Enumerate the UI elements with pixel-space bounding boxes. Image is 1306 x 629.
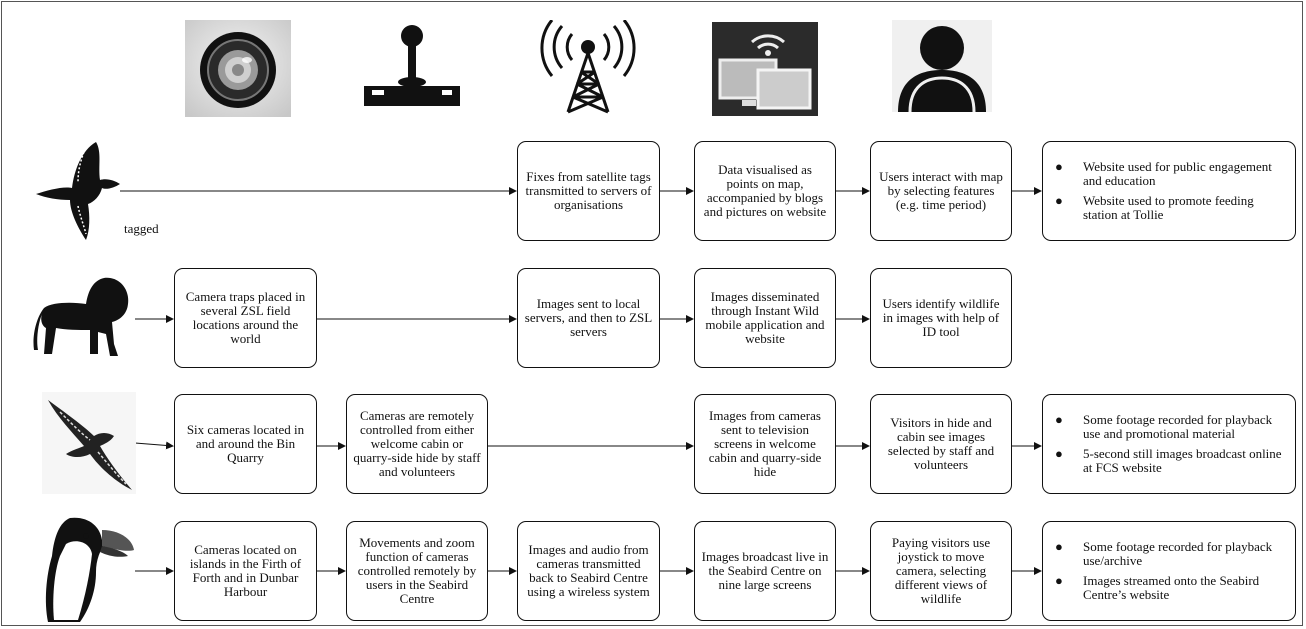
box-text: Visitors in hide and cabin see images se… [887, 415, 995, 472]
box-text: Images from cameras sent to television s… [708, 408, 822, 479]
box-tv-screens: Images from cameras sent to television s… [694, 394, 836, 494]
box-text: Cameras located on islands in the Firth … [189, 542, 302, 599]
box-satellite-fixes: Fixes from satellite tags transmitted to… [517, 141, 660, 241]
box-camera-traps: Camera traps placed in several ZSL field… [174, 268, 317, 368]
bullet-icon: ● [1055, 539, 1063, 554]
box-text: Users interact with map by selecting fea… [879, 169, 1003, 212]
box-paying-visitors: Paying visitors use joystick to move cam… [870, 521, 1012, 621]
list-item: ● Some footage recorded for playback use … [1055, 413, 1287, 441]
bullet-icon: ● [1055, 446, 1063, 461]
puffin-icon [45, 517, 134, 622]
box-images-disseminated: Images disseminated through Instant Wild… [694, 268, 836, 368]
box-text: Some footage recorded for playback use/a… [1083, 539, 1273, 568]
box-text: Website used for public engagement and e… [1083, 159, 1272, 188]
antenna-icon [540, 20, 636, 114]
box-row3-outcomes: ● Some footage recorded for playback use … [1042, 394, 1296, 494]
box-remote-control: Cameras are remotely controlled from eit… [346, 394, 488, 494]
box-text: Six cameras located in and around the Bi… [186, 422, 305, 465]
box-images-to-servers: Images sent to local servers, and then t… [517, 268, 660, 368]
bullet-icon: ● [1055, 193, 1063, 208]
box-text: Website used to promote feeding station … [1083, 193, 1254, 222]
box-broadcast-live: Images broadcast live in the Seabird Cen… [694, 521, 836, 621]
list-item: ● Website used for public engagement and … [1055, 160, 1287, 188]
box-data-visualised: Data visualised as points on map, accomp… [694, 141, 836, 241]
box-users-identify: Users identify wildlife in images with h… [870, 268, 1012, 368]
box-text: Images sent to local servers, and then t… [524, 296, 653, 339]
box-text: Camera traps placed in several ZSL field… [185, 289, 306, 346]
joystick-icon [364, 25, 460, 106]
box-text: Movements and zoom function of cameras c… [357, 535, 477, 606]
box-text: Images broadcast live in the Seabird Cen… [701, 549, 829, 592]
box-row1-outcomes: ● Website used for public engagement and … [1042, 141, 1296, 241]
box-text: Images streamed onto the Seabird Centre’… [1083, 573, 1260, 602]
list-item: ● Images streamed onto the Seabird Centre… [1055, 574, 1287, 602]
box-text: Fixes from satellite tags transmitted to… [525, 169, 652, 212]
arrow-osprey-to-six-cameras [134, 441, 174, 450]
list-item: ● 5-second still images broadcast online … [1055, 447, 1287, 475]
box-users-interact: Users interact with map by selecting fea… [870, 141, 1012, 241]
tagged-label: tagged [124, 221, 159, 236]
bullet-icon: ● [1055, 412, 1063, 427]
box-visitors-see: Visitors in hide and cabin see images se… [870, 394, 1012, 494]
bullet-icon: ● [1055, 573, 1063, 588]
person-icon [892, 20, 992, 112]
list-item: ● Website used to promote feeding station… [1055, 194, 1287, 222]
box-images-audio: Images and audio from cameras transmitte… [517, 521, 660, 621]
box-movements-zoom: Movements and zoom function of cameras c… [346, 521, 488, 621]
list-item: ● Some footage recorded for playback use/… [1055, 540, 1287, 568]
box-text: Some footage recorded for playback use a… [1083, 412, 1273, 441]
box-text: 5-second still images broadcast online a… [1083, 446, 1282, 475]
camera-lens-icon [185, 20, 291, 117]
screens-icon [712, 22, 818, 116]
box-text: Cameras are remotely controlled from eit… [353, 408, 481, 479]
box-text: Data visualised as points on map, accomp… [703, 162, 827, 219]
box-row4-outcomes: ● Some footage recorded for playback use/… [1042, 521, 1296, 621]
box-text: Images disseminated through Instant Wild… [705, 289, 825, 346]
osprey-icon [42, 392, 136, 494]
box-six-cameras: Six cameras located in and around the Bi… [174, 394, 317, 494]
bullet-icon: ● [1055, 159, 1063, 174]
box-text: Users identify wildlife in images with h… [882, 296, 1000, 339]
lion-icon [33, 277, 129, 356]
box-text: Paying visitors use joystick to move cam… [891, 535, 991, 606]
box-text: Images and audio from cameras transmitte… [527, 542, 650, 599]
red-kite-icon [36, 142, 120, 240]
box-cameras-located: Cameras located on islands in the Firth … [174, 521, 317, 621]
